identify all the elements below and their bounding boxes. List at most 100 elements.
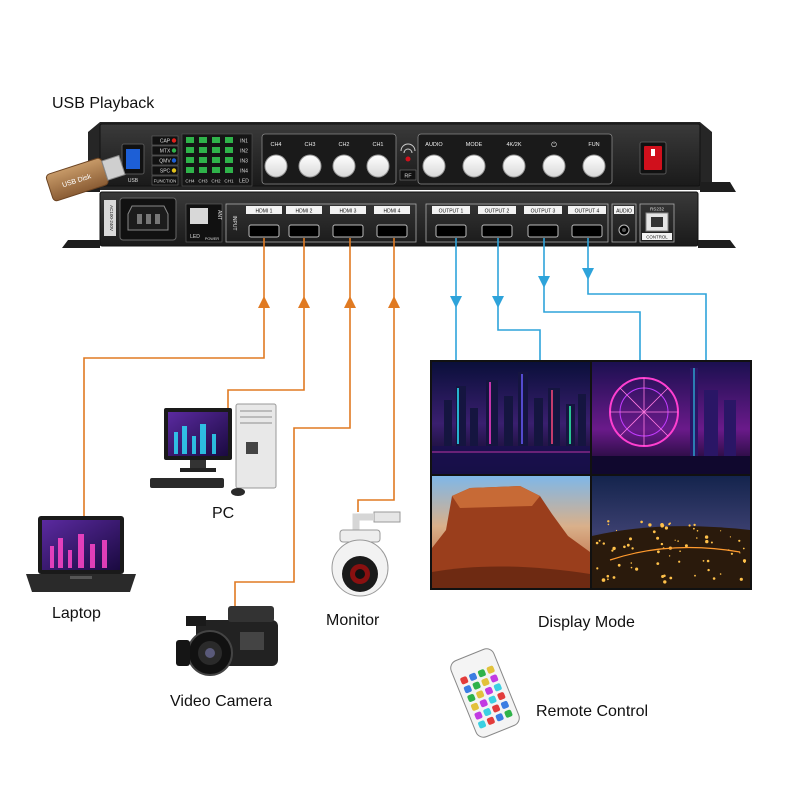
output2-label: OUTPUT 2 [485,209,510,215]
rear-left-mount-ear [62,240,100,248]
audio-label: AUDIO [616,209,632,215]
city-light-dot [713,577,716,580]
monitor-label: Monitor [326,612,380,629]
city-light-dot [730,536,731,537]
city-light-dot [608,524,610,526]
matrix-led-icon [225,157,233,163]
city-light-dot [693,524,695,526]
city-light-dot [607,575,610,578]
city-light-dot [744,561,746,563]
usb-label: USB [128,178,139,184]
ch4-button[interactable] [265,155,287,177]
output3-label: OUTPUT 3 [531,209,556,215]
audio-button-label: AUDIO [425,142,443,148]
city-light-dot [740,578,743,581]
function-labels: CAP MTX QMV SPC FUNCTION [152,136,178,185]
led-col-ch4: CH4 [185,179,195,184]
city-light-dot [703,560,705,562]
city-light-dot [618,564,621,567]
city-light-dot [743,548,745,550]
output4-port[interactable] [572,225,602,237]
output1-port[interactable] [436,225,466,237]
mode-button[interactable] [463,155,485,177]
hdmi1-label: HDMI 1 [256,209,273,215]
front-panel-unit: USB CAP MTX QMV SPC FUNCTION IN1 IN2 IN3 [64,122,736,192]
rf-label: RF [404,174,412,180]
power-button[interactable] [543,155,565,177]
ch2-label: CH2 [338,142,349,148]
ch3-button[interactable] [299,155,321,177]
4k2k-button[interactable] [503,155,525,177]
hdmi1-port[interactable] [249,225,279,237]
hdmi4-port[interactable] [377,225,407,237]
city-light-dot [596,567,598,569]
monitor-cable [358,238,394,512]
output2-port[interactable] [482,225,512,237]
output3-cable [544,238,640,360]
city-light-dot [677,540,679,542]
matrix-led-icon [199,137,207,143]
matrix-led-icon [199,147,207,153]
power-switch[interactable] [640,142,666,174]
laptop-label: Laptop [52,605,101,622]
led-row-in4: IN4 [240,169,248,175]
matrix-led-icon [199,157,207,163]
city-light-dot [656,562,659,565]
output4-label: OUTPUT 4 [575,209,600,215]
city-light-dot [669,577,672,580]
display-wall [430,360,752,590]
video-camera-icon [176,606,278,675]
ch4-label: CH4 [270,142,281,148]
led-matrix: IN1 IN2 IN3 IN4 LED CH4 CH3 CH2 CH1 [182,134,252,186]
ac-power-socket[interactable]: AC100-240V [104,198,176,240]
city-light-dot [661,543,663,545]
city-light-dot [627,544,630,547]
display-screen-2 [592,362,750,474]
usb-playback-label: USB Playback [52,95,155,112]
hdmi2-port[interactable] [289,225,319,237]
laptop-device-icon [26,516,136,592]
city-light-dot [616,530,617,531]
4k2k-button-label: 4K/2K [507,142,522,148]
city-light-dot [738,540,740,542]
spc-led-icon [172,168,176,172]
fun-button[interactable] [583,155,605,177]
hdmi3-arrow-icon [344,296,356,308]
mode-button-panel: AUDIO MODE 4K/2K ⏻ FUN [418,134,612,184]
led-row-in3: IN3 [240,159,248,165]
city-light-dot [693,528,695,530]
output-arrows [450,268,594,308]
remote-control-icon [448,646,521,739]
city-light-dot [648,523,651,526]
city-light-dot [623,546,626,549]
display-mode-label: Display Mode [538,614,635,631]
matrix-led-icon [186,147,194,153]
city-light-dot [607,520,609,522]
mtx-led-icon [172,148,176,152]
fun-button-label: FUN [588,142,599,148]
led-row-led: LED [239,179,249,185]
led-col-ch2: CH2 [211,179,221,184]
output4-cable [588,238,706,360]
city-light-dot [631,562,633,564]
hdmi3-port[interactable] [333,225,363,237]
mode-button-label: MODE [466,142,483,148]
led-row-in1: IN1 [240,139,248,145]
display-screen-1 [432,362,590,474]
output3-port[interactable] [528,225,558,237]
display-screen-3 [432,476,590,588]
city-light-dot [685,544,688,547]
right-mount-ear [700,182,736,192]
video-camera-label: Video Camera [170,693,272,710]
input-arrows [258,296,400,308]
ch2-button[interactable] [333,155,355,177]
audio-button[interactable] [423,155,445,177]
city-light-dot [696,537,698,539]
city-light-dot [607,578,609,580]
hdmi4-label: HDMI 4 [384,209,401,215]
city-light-dot [635,568,638,571]
matrix-led-icon [186,157,194,163]
ch1-button[interactable] [367,155,389,177]
led-label: LED [190,234,200,240]
